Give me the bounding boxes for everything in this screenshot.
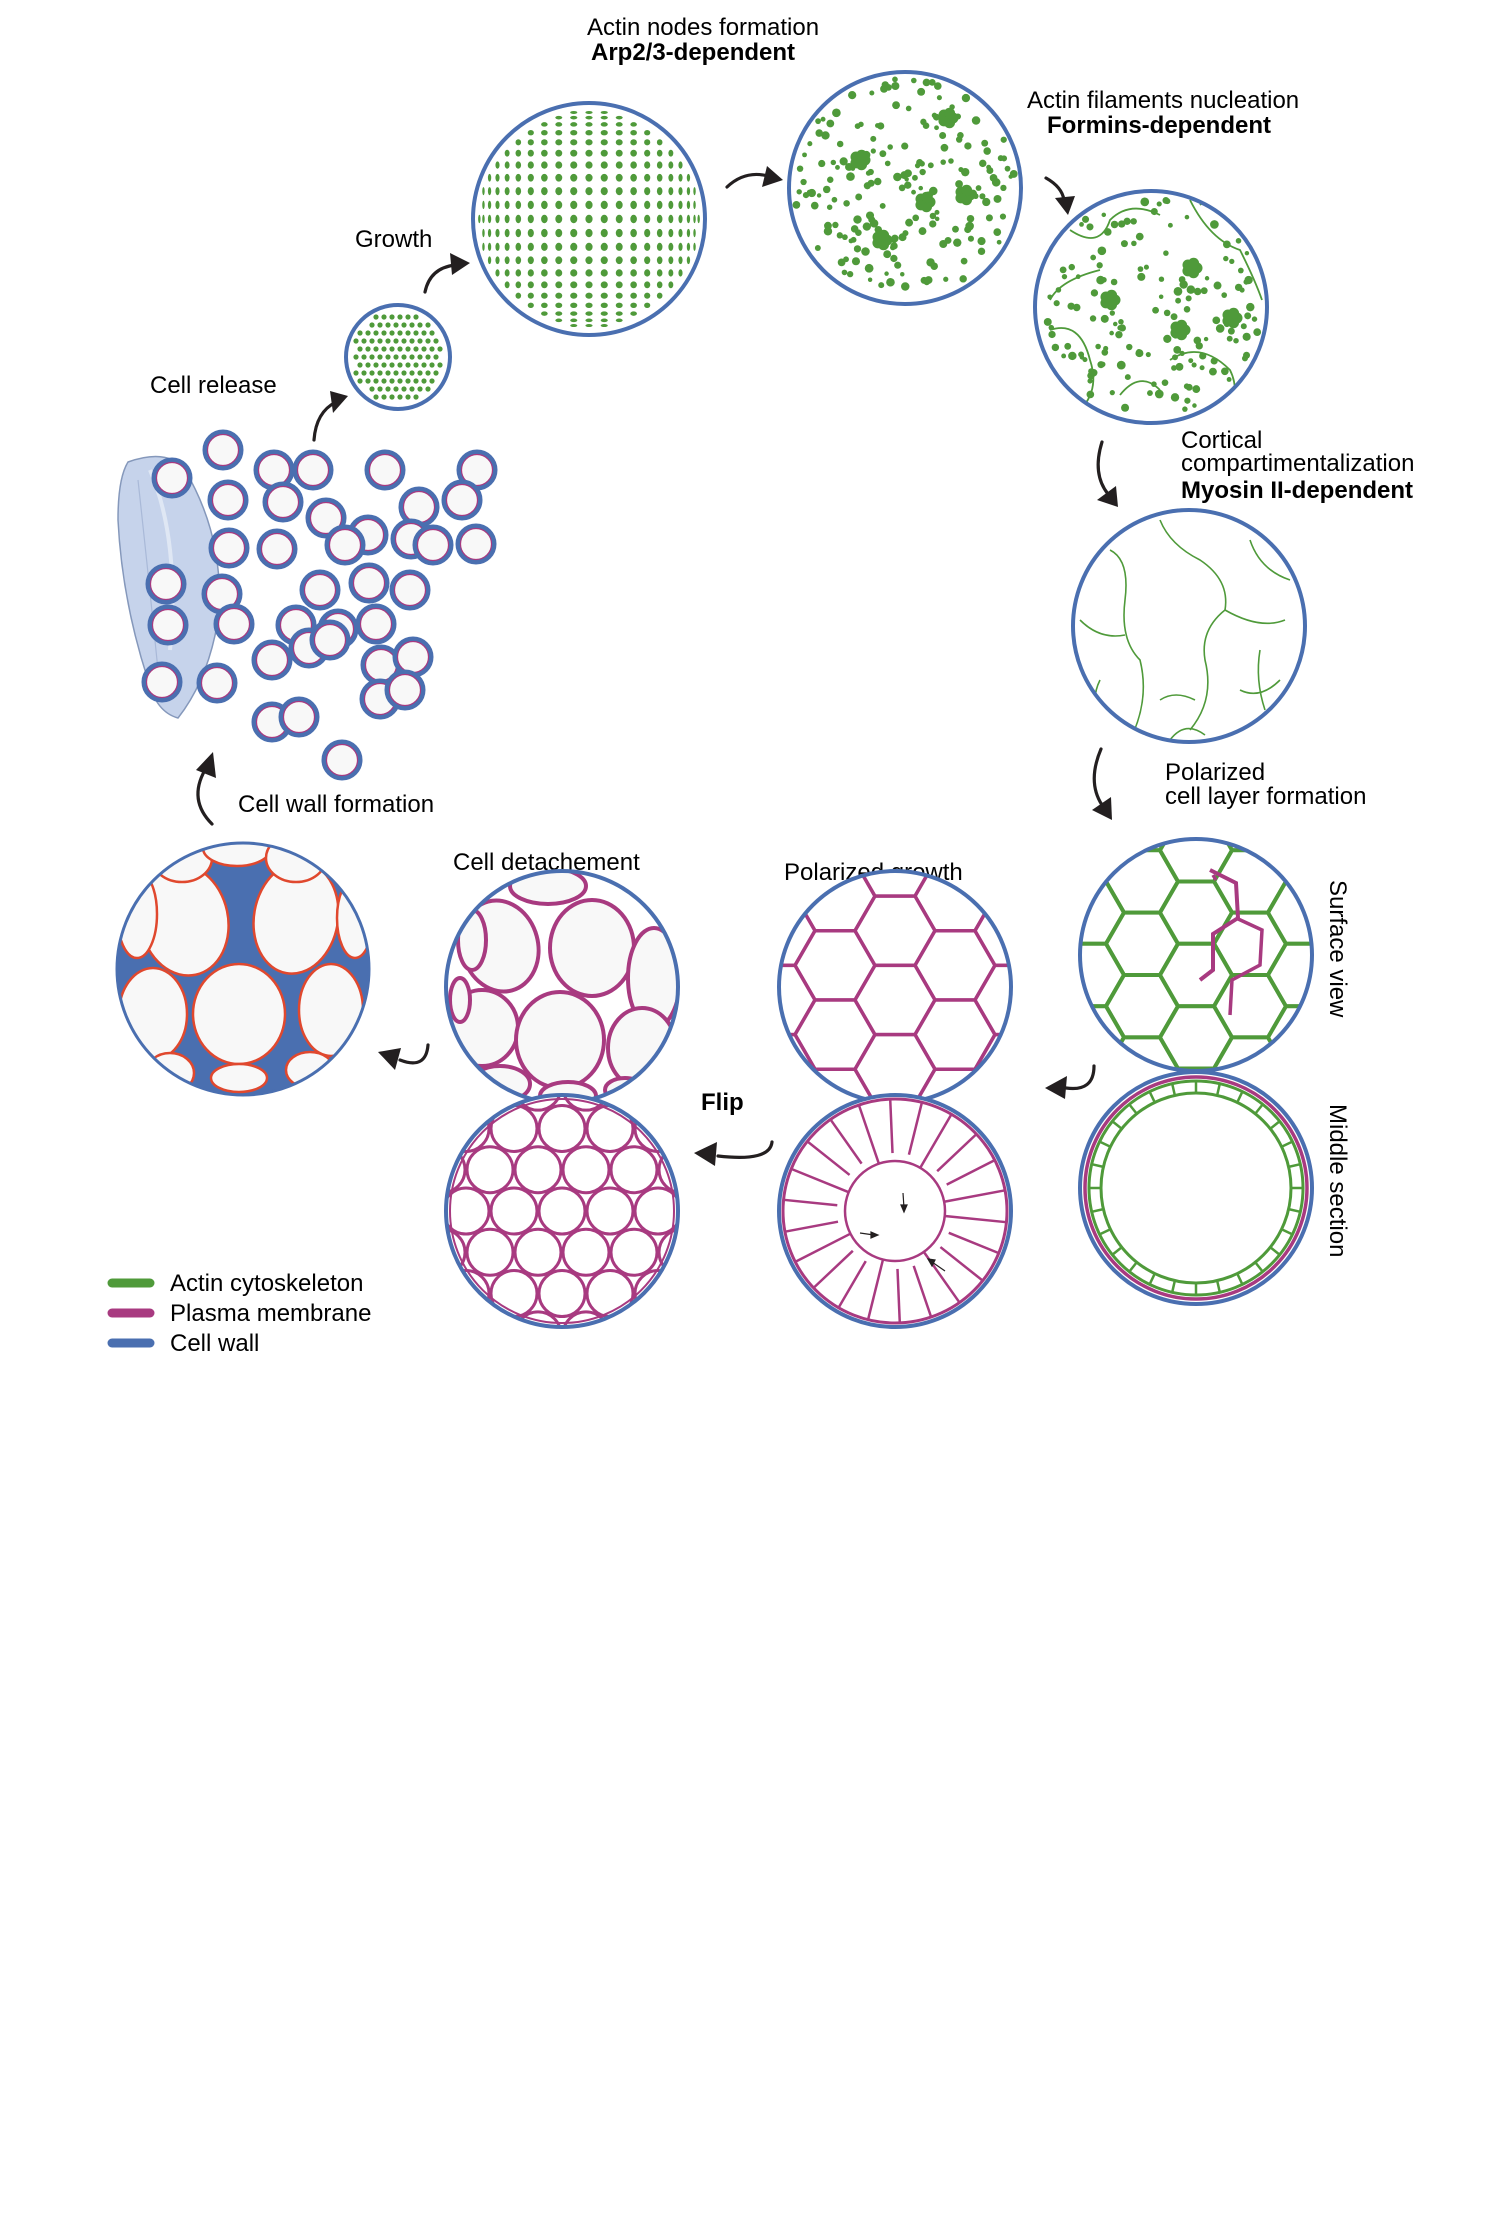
label-polarized-1: Polarized (1165, 759, 1265, 786)
label-myosin: Myosin II-dependent (1181, 477, 1413, 504)
flipped-cell (444, 1093, 680, 1329)
surface-view-cell (1078, 837, 1314, 1073)
arrow-formins-to-filaments (1044, 176, 1075, 215)
arrow-detach-to-wall (378, 1043, 430, 1070)
released-cell (348, 562, 390, 604)
arrow-nodes-to-formins (725, 166, 783, 189)
small-cell (344, 303, 452, 411)
label-middle-section: Middle section (1324, 1104, 1351, 1257)
actin-filaments-cell (1033, 189, 1269, 425)
label-cortical-1: Cortical (1181, 427, 1262, 454)
radial-section-cell (777, 1093, 1013, 1329)
arrow-filaments-to-cortical (1096, 440, 1118, 507)
released-cell (441, 479, 483, 521)
released-cell (196, 662, 238, 704)
released-cell (202, 429, 244, 471)
released-cells (141, 429, 498, 781)
arrow-cortical-to-layer (1092, 747, 1112, 820)
released-cell (455, 523, 497, 565)
label-actin-filaments: Actin filaments nucleation (1027, 87, 1299, 114)
cell-detachement-cell (444, 869, 680, 1105)
released-cell (141, 661, 183, 703)
released-cell (324, 524, 366, 566)
label-formins: Formins-dependent (1047, 112, 1271, 139)
released-cell (299, 569, 341, 611)
legend: Actin cytoskeleton Plasma membrane Cell … (107, 1270, 371, 1357)
released-cell (305, 497, 347, 539)
released-cell (208, 527, 250, 569)
released-cell (309, 619, 351, 661)
arrow-layer-to-growth (1045, 1064, 1096, 1099)
cortical-compartment-cell (1071, 508, 1307, 744)
label-arp23: Arp2/3-dependent (591, 39, 795, 66)
released-cell (151, 457, 193, 499)
released-cell (207, 479, 249, 521)
released-cell (412, 524, 454, 566)
released-cell (147, 604, 189, 646)
inward-arrows (859, 1192, 946, 1272)
arrow-release-to-small (312, 391, 348, 442)
formins-cell (787, 70, 1023, 306)
label-cell-release: Cell release (150, 372, 277, 399)
released-cell (256, 528, 298, 570)
arrow-growth (423, 253, 470, 294)
released-cell (392, 636, 434, 678)
released-cell (321, 739, 363, 781)
released-cell (389, 569, 431, 611)
label-cell-wall-formation: Cell wall formation (238, 791, 434, 818)
label-cortical-2: compartimentalization (1181, 450, 1414, 477)
released-cell (262, 481, 304, 523)
label-growth: Growth (355, 226, 432, 253)
legend-label-actin: Actin cytoskeleton (170, 1270, 363, 1297)
legend-label-wall: Cell wall (170, 1330, 259, 1357)
released-cell (292, 449, 334, 491)
released-cells-group (117, 429, 498, 781)
arrow-wall-to-release (196, 752, 216, 826)
released-cell (145, 563, 187, 605)
label-surface-view: Surface view (1324, 880, 1351, 1018)
legend-label-membrane: Plasma membrane (170, 1300, 371, 1327)
released-cell (355, 603, 397, 645)
released-cell (278, 696, 320, 738)
middle-section-cell (1078, 1070, 1314, 1306)
released-cell (213, 603, 255, 645)
actin-nodes-cell (471, 101, 707, 337)
label-polarized-2: cell layer formation (1165, 783, 1366, 810)
label-flip: Flip (701, 1089, 744, 1116)
cell-wall-formation-cell (115, 841, 371, 1097)
arrow-flip (694, 1140, 774, 1166)
released-cell (251, 639, 293, 681)
released-cell (364, 449, 406, 491)
released-cell (384, 669, 426, 711)
label-actin-nodes: Actin nodes formation (587, 14, 819, 41)
